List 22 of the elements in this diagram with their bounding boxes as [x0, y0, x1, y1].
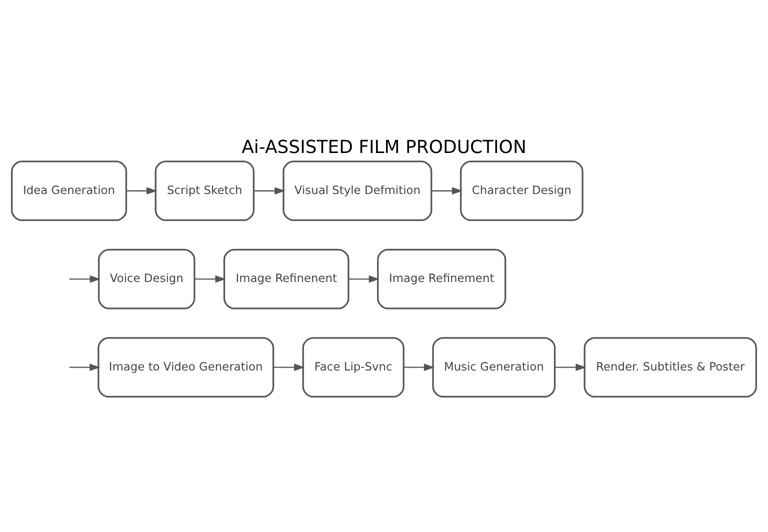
arrow — [432, 187, 463, 195]
node-box: Voice Design — [98, 248, 196, 310]
node-box: Idea Generation — [11, 160, 128, 222]
node-box: Image Refinenent — [223, 248, 350, 310]
arrow — [69, 364, 100, 372]
arrow — [69, 275, 100, 283]
node-box: Image Refinement — [377, 248, 506, 310]
node-box: Character Design — [460, 160, 584, 222]
node-box: Face Lip-Svnc — [302, 337, 404, 398]
arrow — [126, 187, 158, 195]
node-box: Music Generation — [432, 337, 556, 398]
arrow — [274, 364, 305, 372]
node-box: Render. Subtitles & Poster — [584, 337, 757, 398]
node-box: Image to Video Generation — [98, 337, 274, 398]
arrow — [404, 364, 435, 372]
arrow — [348, 275, 380, 283]
arrow — [194, 275, 226, 283]
node-box: Visual Style Defmition — [282, 160, 432, 222]
arrow — [554, 364, 586, 372]
diagram-title: Ai-ASSISTED FILM PRODUCTION — [242, 136, 526, 158]
arrow — [254, 187, 286, 195]
node-box: Script Sketch — [154, 160, 254, 222]
